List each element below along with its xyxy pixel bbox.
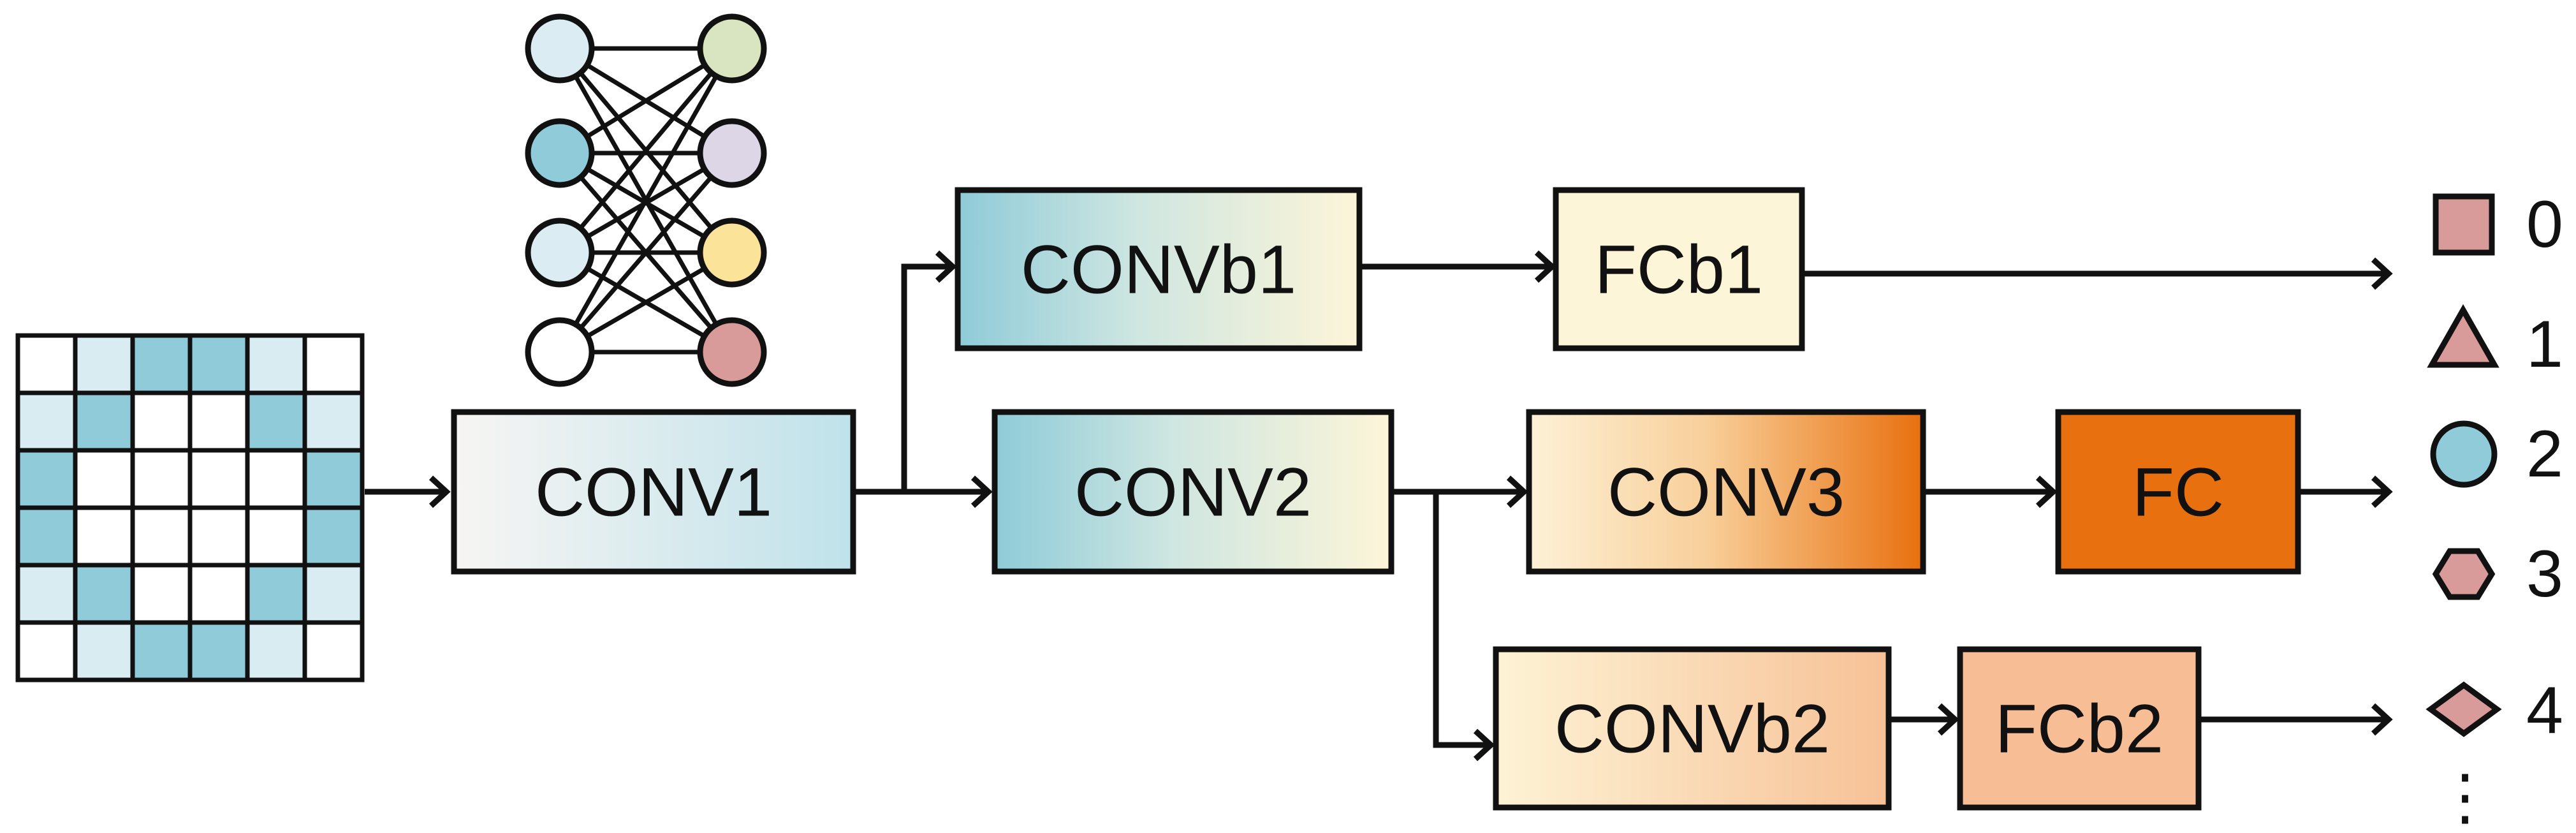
grid-cell (15, 390, 78, 453)
network-output-nodes (697, 13, 767, 387)
grid-cell (15, 333, 78, 395)
output-classes: 0 1 2 3 4 ⋮ (2426, 188, 2563, 832)
arrowhead-icon (970, 475, 993, 508)
output-label-0: 0 (2526, 188, 2563, 262)
block-convb2: CONVb2 (1493, 646, 1892, 811)
network-node-icon (697, 217, 767, 288)
block-label-fcb2: FCb2 (1995, 690, 2163, 767)
grid-cell (130, 390, 193, 453)
block-label-fcb1: FCb1 (1595, 231, 1763, 308)
grid-cell (245, 505, 307, 568)
grid-cell (73, 448, 135, 510)
block-fcb2: FCb2 (1957, 646, 2202, 811)
grid-cell (15, 620, 78, 682)
grid-cell (302, 448, 365, 510)
grid-cell (130, 448, 193, 510)
network-node-icon (697, 118, 767, 188)
output-label-4: 4 (2526, 674, 2563, 748)
arrow-branch-to-convb2 (1433, 492, 1489, 748)
arrowhead-icon (2371, 475, 2393, 508)
diamond-icon (2426, 681, 2502, 737)
block-conv1: CONV1 (451, 409, 856, 575)
grid-cell (187, 390, 250, 453)
network-edges (557, 46, 735, 355)
grid-cell (73, 620, 135, 682)
output-label-1: 1 (2526, 307, 2563, 381)
grid-cell (302, 563, 365, 625)
grid-cell (130, 620, 193, 682)
block-label-conv1: CONV1 (535, 453, 772, 531)
block-fcb1: FCb1 (1553, 187, 1805, 351)
network-node-icon (525, 317, 595, 387)
arrowhead-icon (2371, 703, 2393, 736)
network-edge (558, 151, 734, 354)
square-icon (2433, 193, 2495, 256)
network-node-icon (525, 118, 595, 188)
grid-cell (187, 563, 250, 625)
grid-cell (245, 620, 307, 682)
arrowhead-icon (1506, 475, 1528, 508)
block-label-conv3: CONV3 (1607, 453, 1845, 531)
output-label-3: 3 (2526, 537, 2563, 611)
ellipsis-icon: ⋮ (2434, 763, 2496, 832)
block-conv3: CONV3 (1526, 409, 1926, 575)
arrowhead-icon (1937, 703, 1959, 736)
circle-icon (2430, 420, 2498, 488)
network-edge (557, 47, 735, 353)
grid-cell (187, 505, 250, 568)
triangle-icon (2427, 304, 2499, 368)
grid-cell (302, 390, 365, 453)
grid-cell (130, 333, 193, 395)
grid-cell (73, 563, 135, 625)
grid-cell (187, 620, 250, 682)
connectors (365, 250, 2393, 762)
block-conv2: CONV2 (992, 409, 1394, 575)
grid-cell (245, 563, 307, 625)
block-label-convb1: CONVb1 (1021, 231, 1296, 308)
grid-cell (73, 390, 135, 453)
grid-cell (15, 448, 78, 510)
grid-cell (245, 448, 307, 510)
block-label-fc: FC (2132, 453, 2224, 531)
grid-cell (130, 505, 193, 568)
hexagon-icon (2432, 548, 2496, 600)
network-node-icon (525, 13, 595, 84)
grid-cell (302, 333, 365, 395)
grid-cell (187, 333, 250, 395)
grid-cell (130, 563, 193, 625)
arrowhead-icon (428, 475, 451, 508)
network-edge (558, 47, 734, 254)
arrowhead-icon (935, 250, 957, 283)
block-label-conv2: CONV2 (1074, 453, 1312, 531)
block-label-convb2: CONVb2 (1555, 690, 1830, 767)
grid-cell (302, 620, 365, 682)
grid-cell (245, 333, 307, 395)
arrowhead-icon (1473, 728, 1495, 762)
grid-cell (245, 390, 307, 453)
network-node-icon (697, 13, 767, 84)
grid-cell (187, 448, 250, 510)
grid-cell (15, 505, 78, 568)
grid-cell (73, 505, 135, 568)
output-label-2: 2 (2526, 417, 2563, 491)
grid-cell (73, 333, 135, 395)
arrowhead-icon (1534, 250, 1556, 283)
grid-cell (15, 563, 78, 625)
input-grid (15, 333, 365, 682)
grid-cell (302, 505, 365, 568)
network-node-icon (525, 217, 595, 288)
network-input-nodes (525, 13, 595, 387)
arrowhead-icon (2035, 475, 2058, 508)
arrowhead-icon (2371, 257, 2393, 290)
network-node-icon (697, 317, 767, 387)
block-convb1: CONVb1 (955, 187, 1363, 351)
block-fc: FC (2055, 409, 2301, 575)
arrow-branch-to-convb1 (901, 263, 951, 492)
